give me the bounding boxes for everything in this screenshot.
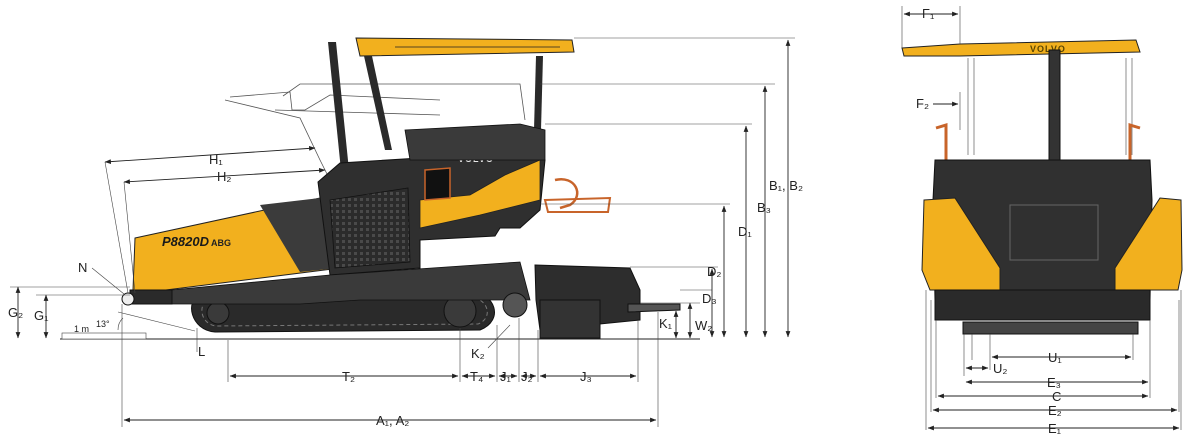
dim-l-label: L [198, 344, 205, 359]
rear-brand-label: VOLVO [1030, 44, 1066, 54]
dim-g2-label: G₂ [8, 305, 23, 320]
model-label: P8820D [162, 234, 210, 249]
rear-screed [934, 289, 1151, 321]
dim-u1-label: U₁ [1048, 350, 1062, 365]
dim-f2-label: F₂ [916, 96, 929, 111]
machine-body: VOLVO [317, 123, 612, 276]
dim-n-label: N [78, 260, 87, 275]
rear-screed-plate [962, 321, 1139, 335]
side-view: 1 m P8820D ABG VOL [8, 37, 803, 428]
dim-b12-label: B₁, B₂ [769, 178, 803, 193]
dim-e3-label: E₃ [1047, 375, 1061, 390]
dim-c-label: C [1052, 389, 1061, 404]
dim-j3-label: J₃ [580, 369, 592, 384]
handrail [554, 177, 579, 210]
auger-wheel [502, 292, 528, 318]
dim-d2-label: D₂ [707, 264, 721, 279]
dim-b3-label: B₃ [757, 200, 771, 215]
idler-wheel [206, 301, 230, 325]
dim-g1-label: G₁ [34, 308, 49, 323]
dim-k1-label: K₁ [659, 316, 673, 331]
dim-t2-label: T₂ [342, 369, 355, 384]
dim-h1-line [104, 146, 316, 164]
chassis [149, 261, 531, 305]
dim-d3-label: D₃ [702, 291, 717, 306]
dim-h1-label: H₁ [209, 152, 223, 167]
canopy [328, 37, 575, 200]
canopy-post-front [328, 42, 352, 200]
model-suffix: ABG [211, 238, 231, 248]
hopper: P8820D ABG [132, 197, 346, 293]
dim-e1-label: E₁ [1048, 421, 1062, 436]
rear-panel [1009, 204, 1099, 261]
dim-u2-label: U₂ [993, 361, 1007, 376]
raised-position-outline [224, 83, 526, 181]
screed [502, 264, 681, 339]
dim-k2-label: K₂ [471, 346, 485, 361]
push-roller-mount [129, 289, 173, 305]
dim-j1-label: J₁ [500, 369, 512, 384]
rear-canopy [901, 39, 1141, 57]
dim-f1-label: F₁ [922, 6, 935, 21]
dim-h2-line [123, 167, 326, 185]
tow-arm [627, 303, 681, 313]
dim-w2-label: W₂ [695, 318, 712, 333]
scale-label: 1 m [74, 324, 89, 334]
angle-label: 13° [96, 319, 110, 329]
step-rail [543, 196, 612, 213]
dim-a-label: A₁, A₂ [376, 413, 409, 428]
rear-handrails [935, 122, 1141, 160]
canopy-post-rear [534, 56, 543, 130]
dim-t4-label: T₄ [470, 369, 483, 384]
dim-h2-label: H₂ [217, 169, 231, 184]
control-console [404, 123, 546, 161]
dim-e2-label: E₂ [1048, 403, 1062, 418]
rear-view: VOLVO F₁ F₂ U₁ U₂ [901, 6, 1183, 436]
scale-bar [61, 332, 147, 340]
canopy-post-mid [364, 56, 392, 150]
dim-d1-label: D₁ [738, 224, 752, 239]
dim-j2-label: J₂ [521, 369, 533, 384]
